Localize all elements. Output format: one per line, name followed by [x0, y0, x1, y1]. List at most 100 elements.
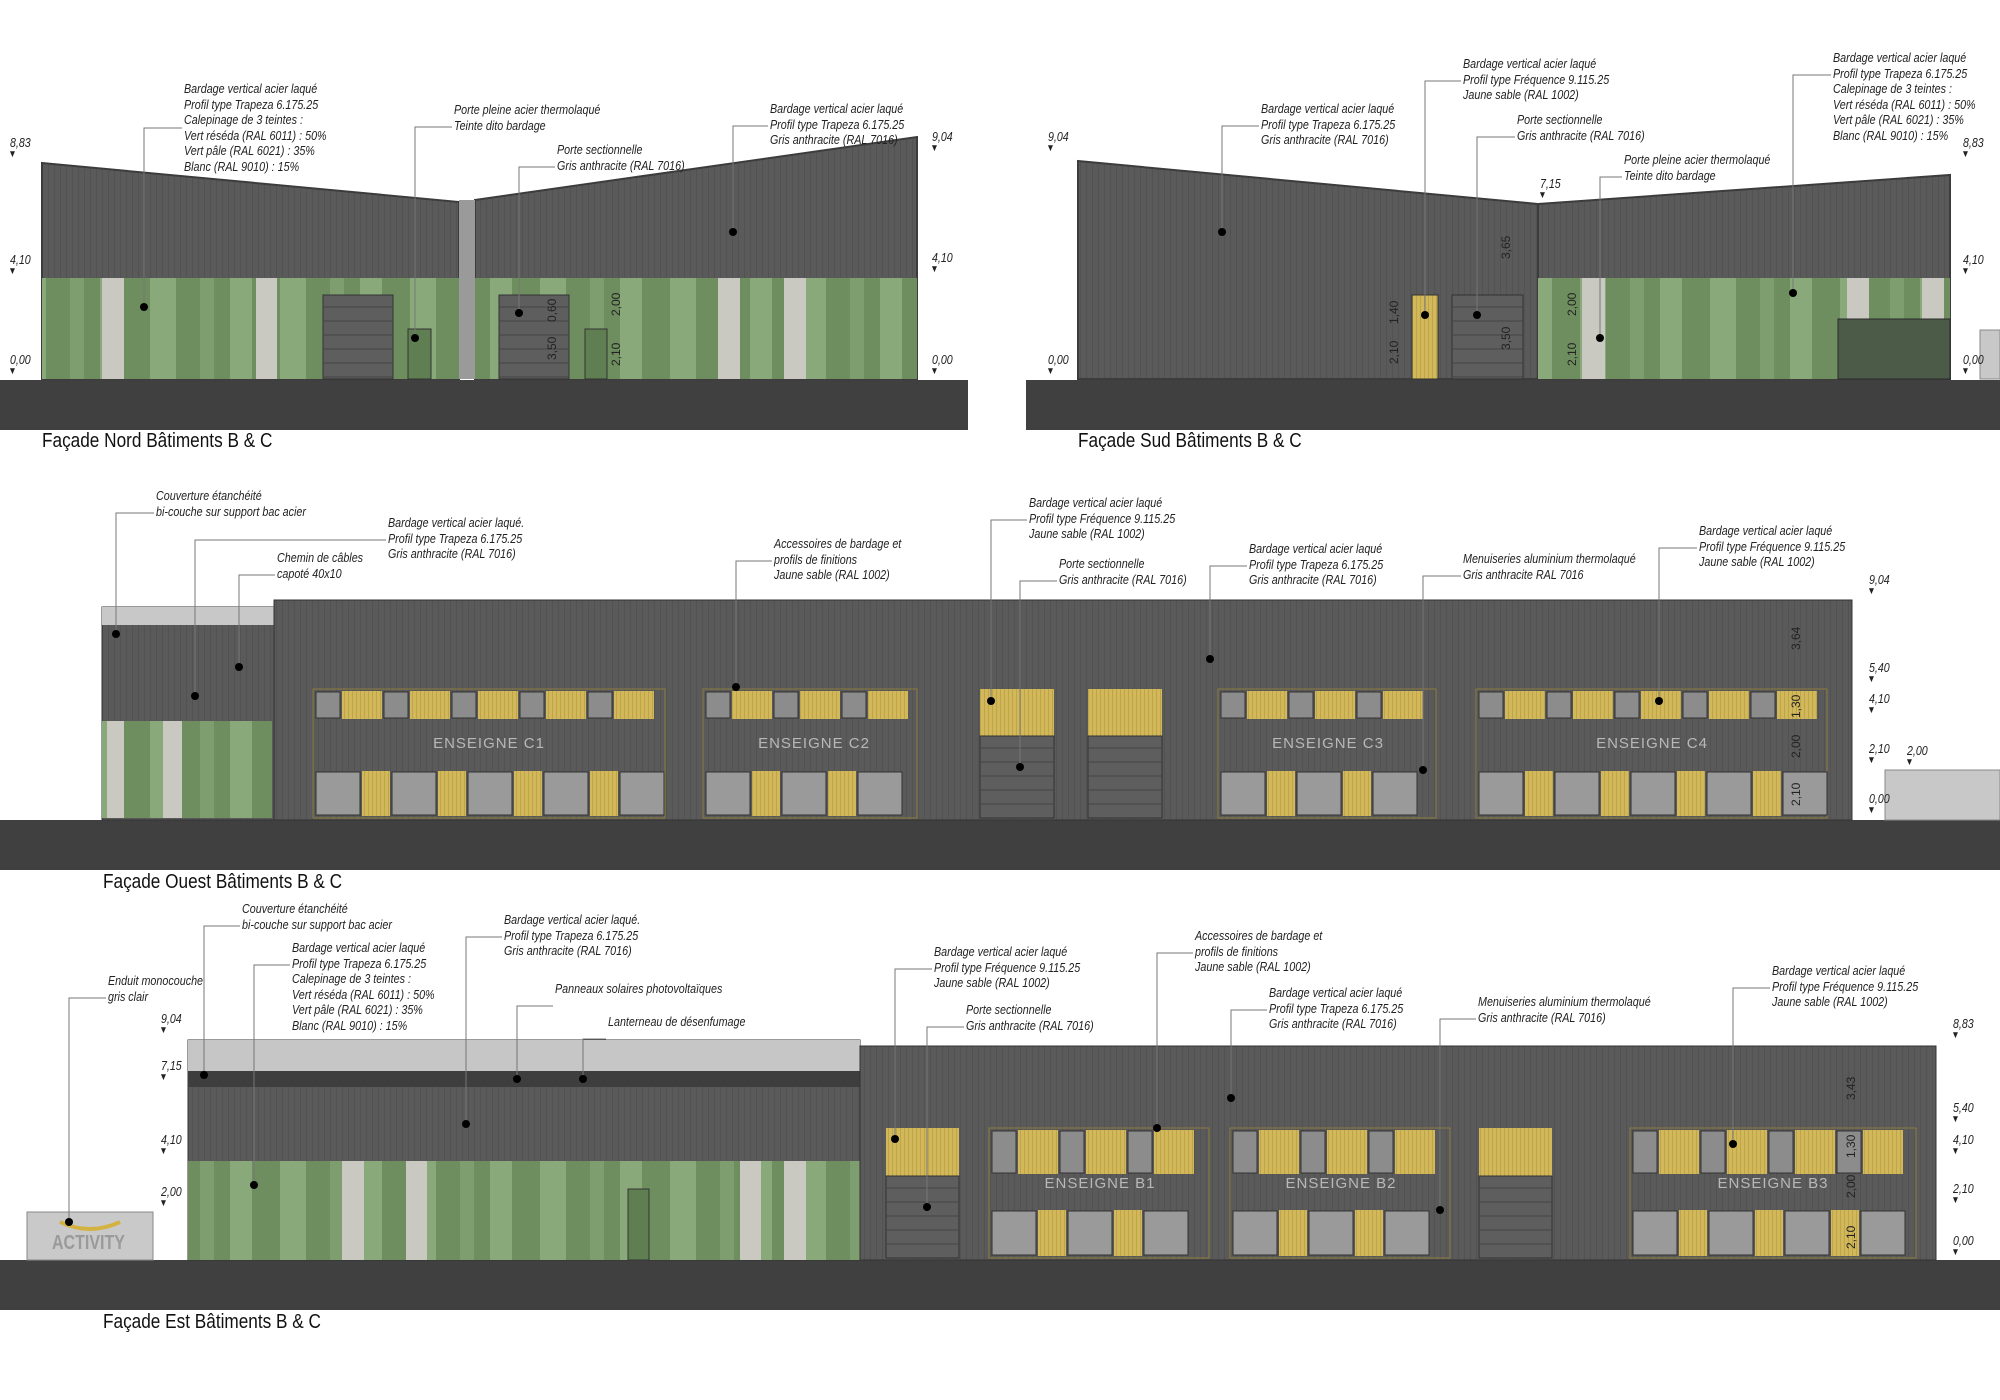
activity-logo: ACTIVITY: [52, 1232, 125, 1254]
nord-steel-door-2: [584, 328, 608, 380]
ouest-unit-c1-window: [451, 691, 477, 719]
ouest-unit-c1-shop-window: [543, 771, 589, 816]
est-level-marker: 0,00▼: [1951, 1234, 1974, 1258]
ouest-unit-c2-shop-window: [781, 771, 827, 816]
est-unit-b1-yellow-panel: [1018, 1130, 1058, 1174]
est-white-stripe: [740, 1161, 761, 1260]
ouest-unit-c3-shop-window: [1220, 771, 1266, 816]
est-dimension-label: 3,43: [1844, 1076, 1858, 1100]
ouest-level-marker: 4,10▼: [1867, 693, 1889, 716]
est-unit-b2-shop-window: [1232, 1210, 1278, 1256]
est-level-marker: 4,10▼: [159, 1134, 181, 1157]
level-triangle-icon: ▼: [1951, 1146, 1960, 1157]
level-triangle-icon: ▼: [1867, 674, 1876, 685]
sud-leader-dot: [1473, 311, 1481, 319]
est-dimension-label: 2,00: [1844, 1174, 1858, 1198]
est-level-marker: 4,10▼: [1951, 1133, 1974, 1157]
ouest-unit-c3-window: [1288, 691, 1314, 719]
est-unit-b3-window: [1836, 1130, 1862, 1174]
est-unit-b1-window: [1059, 1130, 1085, 1174]
nord-sectional-door-1: [322, 294, 394, 380]
level-value: 4,10: [1953, 1133, 1974, 1147]
level-triangle-icon: ▼: [930, 264, 939, 275]
sud-side-building: [1979, 329, 2000, 380]
ouest-dimension-label: 2,10: [1789, 782, 1803, 806]
nord-leader-line: [414, 126, 452, 338]
sud-leader-dot: [1218, 228, 1226, 236]
est-annotation: Bardage vertical acier laqué Profil type…: [934, 945, 1081, 991]
ouest-unit-c1-yellow-panel: [438, 771, 466, 816]
est-unit-b3-yellow-panel: [1863, 1130, 1903, 1174]
est-unit-b3-shop-window: [1860, 1210, 1906, 1256]
ouest-leader-dot: [112, 630, 120, 638]
est-leader-line: [1230, 1009, 1267, 1098]
sud-leader-line: [1221, 125, 1259, 232]
level-triangle-icon: ▼: [8, 266, 17, 277]
ouest-dimension-label: 2,00: [1789, 734, 1803, 758]
ouest-unit-c2-yellow-panel: [868, 691, 908, 719]
level-value: 5,40: [1953, 1101, 1974, 1115]
level-triangle-icon: ▼: [1046, 143, 1055, 154]
level-value: 8,83: [10, 136, 31, 150]
level-value: 2,10: [1869, 742, 1890, 756]
level-triangle-icon: ▼: [8, 149, 17, 160]
level-value: 7,15: [1540, 177, 1561, 191]
ouest-unit-c4-yellow-panel: [1573, 691, 1613, 719]
nord-level-marker: 4,10▼: [8, 254, 30, 277]
est-dimension-label: 1,30: [1844, 1134, 1858, 1158]
sud-level-marker: 8,83▼: [1961, 137, 1983, 160]
sud-leader-dot: [1421, 311, 1429, 319]
ouest-unit-c2-window: [841, 691, 867, 719]
nord-leader-line: [518, 166, 555, 313]
ouest-unit-c3-window: [1220, 691, 1246, 719]
ouest-unit-c1-window: [519, 691, 545, 719]
est-annotation: Bardage vertical acier laqué Profil type…: [1269, 986, 1404, 1032]
est-level-marker: 2,10▼: [1951, 1183, 1973, 1206]
ouest-unit-c2-shop-window: [705, 771, 751, 816]
level-triangle-icon: ▼: [1951, 1030, 1960, 1041]
ouest-unit-c3-yellow-panel: [1315, 691, 1355, 719]
ouest-unit-c4-shop-window: [1706, 771, 1752, 816]
ouest-unit-c4-window: [1546, 691, 1572, 719]
level-triangle-icon: ▼: [1961, 149, 1970, 160]
level-triangle-icon: ▼: [1961, 366, 1970, 377]
level-value: 9,04: [1869, 573, 1890, 587]
facade-nord-title: Façade Nord Bâtiments B & C: [42, 430, 273, 452]
facade-est-title: Façade Est Bâtiments B & C: [103, 1311, 321, 1333]
est-yellow-panel: [886, 1128, 959, 1176]
ouest-unit-c1-shop-window: [467, 771, 513, 816]
nord-dimension-label: 3,50: [545, 336, 559, 360]
est-unit-b3-window: [1700, 1130, 1726, 1174]
sud-dimension-label: 2,10: [1565, 342, 1579, 366]
est-level-marker: 9,04▼: [159, 1013, 181, 1036]
est-leader-dot: [891, 1135, 899, 1143]
ouest-unit-c3-shop-window: [1296, 771, 1342, 816]
nord-leader-line: [732, 125, 768, 232]
est-leader-dot: [579, 1075, 587, 1083]
nord-white-stripe: [256, 278, 277, 379]
est-leader-line: [1439, 1018, 1476, 1210]
ouest-leader-dot: [1419, 766, 1427, 774]
sud-level-marker: 7,15▼: [1538, 177, 1561, 201]
level-value: 0,00: [1953, 1234, 1974, 1248]
ouest-annotation: Couverture étanchéité bi-couche sur supp…: [156, 489, 306, 519]
ouest-unit-c1-shop-window: [315, 771, 361, 816]
sud-leader-dot: [1596, 334, 1604, 342]
ouest-unit-c4-shop-window: [1630, 771, 1676, 816]
est-leader-line: [926, 1026, 964, 1207]
sud-dimension-label: 2,00: [1565, 292, 1579, 316]
sud-leader-line: [1424, 80, 1461, 315]
nord-white-stripe: [102, 278, 124, 379]
ouest-leader-line: [1658, 547, 1697, 701]
nord-ladder: [459, 200, 475, 379]
nord-leader-dot: [411, 334, 419, 342]
level-value: 0,00: [1963, 353, 1984, 367]
est-leader-line: [253, 964, 290, 1185]
sud-level-marker: 0,00▼: [1046, 354, 1068, 377]
ouest-unit-c4-yellow-panel: [1641, 691, 1681, 719]
est-unit-b1-window: [991, 1130, 1017, 1174]
level-value: 7,15: [161, 1059, 182, 1073]
ouest-unit-c2-shop-window: [857, 771, 903, 816]
ouest-annotation: Bardage vertical acier laqué Profil type…: [1029, 496, 1176, 542]
ouest-leader-dot: [987, 697, 995, 705]
